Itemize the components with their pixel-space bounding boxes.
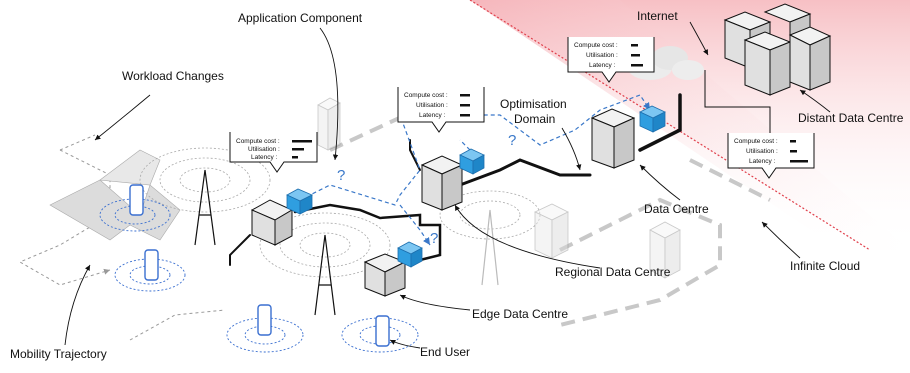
mobility-trajectory-label: Mobility Trajectory (10, 347, 107, 361)
internet-label: Internet (637, 9, 678, 23)
metrics-box-distant: Compute cost : Utilisation : Latency : (727, 133, 815, 179)
end-user-label: End User (420, 345, 470, 359)
metrics-box-regional: Compute cost : Utilisation : Latency : (397, 87, 485, 133)
regional-server (420, 155, 464, 211)
svg-text:Compute cost :: Compute cost : (574, 42, 618, 49)
distant-box-connector (704, 70, 771, 133)
optimisation-domain-label-line1: Optimisation (500, 97, 567, 111)
svg-text:Compute cost :: Compute cost : (734, 138, 778, 145)
question-mark: ? (337, 167, 345, 184)
phone-icon (129, 184, 390, 347)
regional-data-centre-label: Regional Data Centre (555, 265, 671, 279)
workload-ribbon (49, 149, 181, 241)
svg-text:Compute cost :: Compute cost : (236, 138, 280, 145)
network-links (229, 93, 682, 266)
svg-text:Utilisation :: Utilisation : (746, 148, 778, 155)
svg-text:Latency :: Latency : (589, 62, 616, 69)
metrics-box-edge: Compute cost : Utilisation : Latency : (229, 132, 318, 173)
data-centre-server (590, 108, 636, 169)
application-component-cube (397, 241, 423, 268)
application-component-cube (286, 188, 313, 215)
svg-text:Latency :: Latency : (749, 158, 776, 165)
distant-data-centre-label: Distant Data Centre (798, 111, 904, 125)
svg-text:Utilisation :: Utilisation : (586, 52, 618, 59)
optimisation-domain-label-line2: Domain (514, 112, 555, 126)
application-component-cube (639, 105, 666, 133)
svg-text:Utilisation :: Utilisation : (248, 146, 280, 153)
tower-icon (194, 169, 499, 316)
question-mark: ? (430, 230, 438, 247)
svg-text:Utilisation :: Utilisation : (416, 102, 448, 109)
workload-changes-label: Workload Changes (122, 69, 224, 83)
faded-server (317, 97, 681, 279)
edge-server-1 (250, 199, 294, 246)
svg-text:Compute cost :: Compute cost : (404, 92, 448, 99)
label-leaders (64, 21, 831, 349)
edge-data-centre-label: Edge Data Centre (472, 307, 568, 321)
infinite-cloud-label: Infinite Cloud (790, 259, 860, 273)
distant-data-centre-cluster (723, 3, 832, 96)
application-component-cube (459, 148, 485, 175)
question-mark: ? (508, 132, 516, 149)
metrics-box-data-centre: Compute cost : Utilisation : Latency : (567, 37, 655, 83)
svg-text:Latency :: Latency : (419, 112, 446, 119)
application-component-label: Application Component (238, 11, 363, 25)
svg-text:Latency :: Latency : (251, 154, 278, 161)
data-centre-label: Data Centre (644, 202, 709, 216)
